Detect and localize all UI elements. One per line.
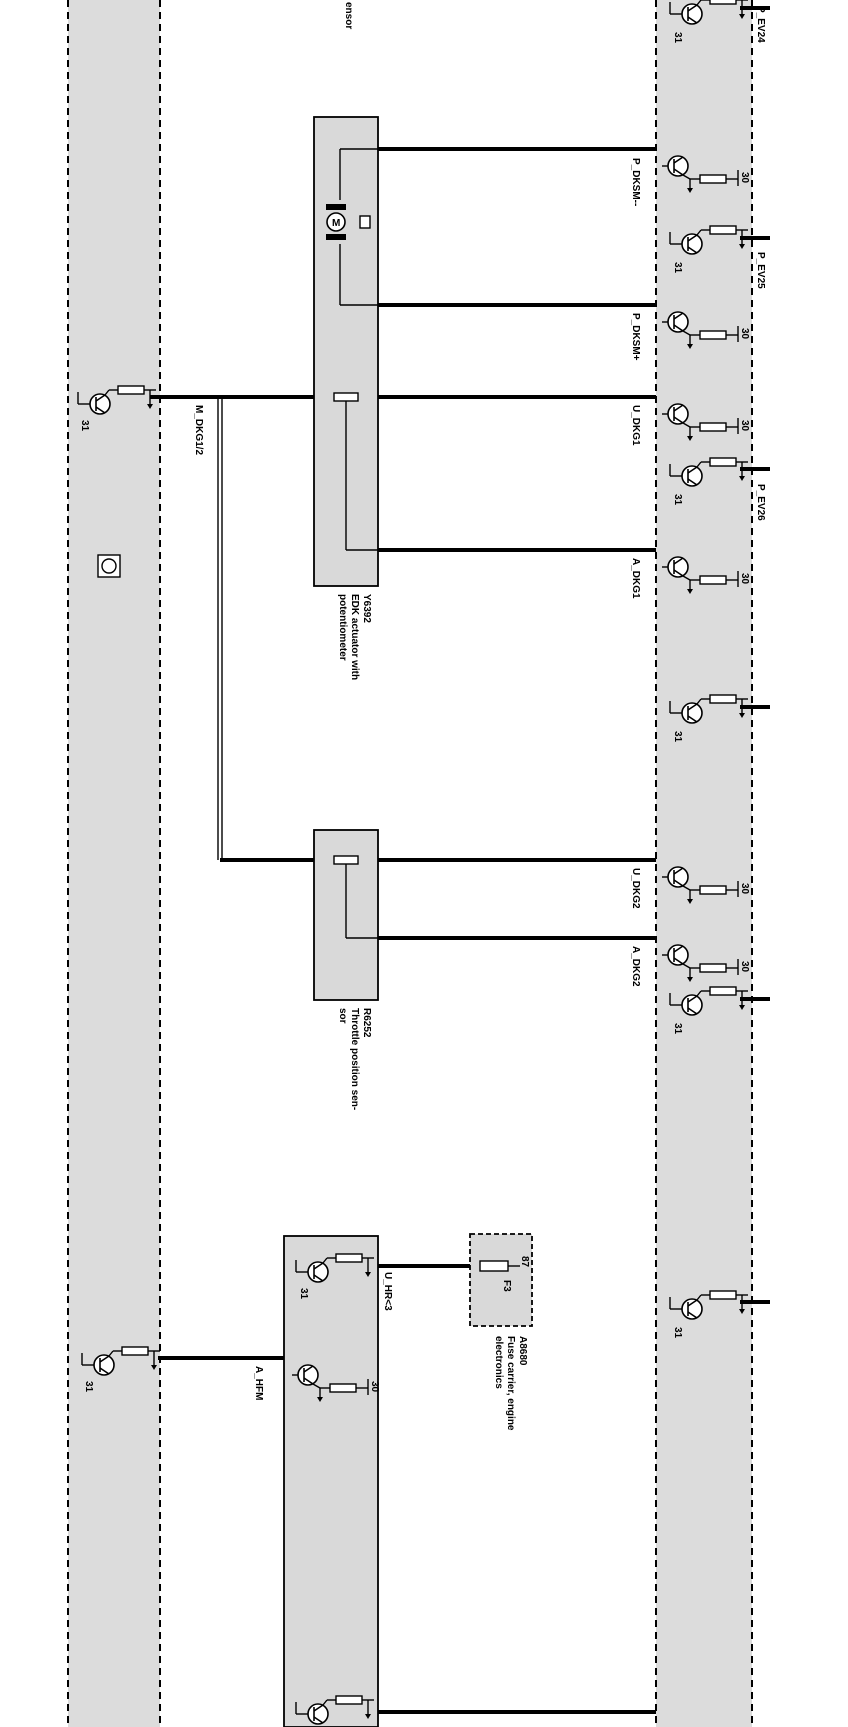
svg-text:31: 31 bbox=[298, 1288, 309, 1300]
svg-text:30: 30 bbox=[739, 172, 750, 184]
left-module-band bbox=[68, 0, 160, 1727]
fuse-f3-label: F3 bbox=[501, 1280, 512, 1292]
hfm-module-box bbox=[283, 1235, 379, 1727]
edk-potentiometer-icon bbox=[333, 392, 378, 551]
svg-text:potentiometer: potentiometer bbox=[337, 594, 348, 661]
svg-text:31: 31 bbox=[672, 731, 683, 743]
label-p-ev26: P_EV26 bbox=[755, 484, 766, 521]
svg-text:31: 31 bbox=[79, 420, 90, 432]
svg-text:30: 30 bbox=[739, 573, 750, 585]
svg-text:31: 31 bbox=[672, 1327, 683, 1339]
throttle-potentiometer-icon bbox=[333, 855, 378, 939]
label-u-dkg1: U_DKG1 bbox=[630, 405, 641, 446]
svg-text:30: 30 bbox=[739, 961, 750, 973]
label-u-hr3: U_HR<3 bbox=[382, 1272, 393, 1311]
motor-icon: M bbox=[326, 148, 378, 306]
label-m-dkg1-2: M_DKG1/2 bbox=[193, 405, 204, 455]
svg-text:M: M bbox=[332, 218, 340, 229]
pin-labels: 30 30 30 30 30 30 30 31 31 31 31 31 31 3… bbox=[79, 32, 750, 1393]
svg-text:electronics: electronics bbox=[493, 1336, 504, 1389]
label-a-hfm: A_HFM bbox=[253, 1366, 264, 1400]
svg-text:30: 30 bbox=[369, 1381, 380, 1393]
fuse-f3-icon bbox=[479, 1260, 520, 1272]
ground-symbol-icon bbox=[97, 554, 121, 578]
caption-a8680: A8680 Fuse carrier, engine electronics bbox=[493, 1336, 528, 1431]
svg-text:30: 30 bbox=[739, 328, 750, 340]
svg-text:Throttle position sen-: Throttle position sen- bbox=[349, 1008, 360, 1110]
right-module-band bbox=[656, 0, 752, 1727]
fuse-carrier-box bbox=[469, 1233, 533, 1327]
svg-text:30: 30 bbox=[739, 420, 750, 432]
svg-text:87: 87 bbox=[519, 1256, 530, 1268]
label-p-ev25: P_EV25 bbox=[755, 252, 766, 289]
svg-text:31: 31 bbox=[672, 32, 683, 44]
svg-text:R6252: R6252 bbox=[361, 1008, 372, 1038]
svg-text:Fuse carrier, engine: Fuse carrier, engine bbox=[505, 1336, 516, 1431]
svg-text:A8680: A8680 bbox=[517, 1336, 528, 1366]
label-p-dksm-minus: P_DKSM-- bbox=[630, 158, 641, 206]
svg-text:31: 31 bbox=[672, 262, 683, 274]
caption-y6392: Y6392 EDK actuator with potentiometer bbox=[337, 594, 372, 680]
svg-text:31: 31 bbox=[672, 494, 683, 506]
partial-sensor-text: ensor bbox=[343, 2, 354, 29]
svg-text:31: 31 bbox=[672, 1023, 683, 1035]
svg-text:Y6392: Y6392 bbox=[361, 594, 372, 623]
svg-text:30: 30 bbox=[739, 883, 750, 895]
label-a-dkg2: A_DKG2 bbox=[630, 946, 641, 987]
label-p-ev24: P_EV24 bbox=[755, 6, 766, 43]
label-u-dkg2: U_DKG2 bbox=[630, 868, 641, 909]
caption-r6252: R6252 Throttle position sen- sor bbox=[337, 1008, 372, 1110]
label-a-dkg1: A_DKG1 bbox=[630, 558, 641, 599]
label-p-dksm-plus: P_DKSM+ bbox=[630, 313, 641, 361]
svg-text:EDK actuator with: EDK actuator with bbox=[349, 594, 360, 680]
svg-text:sor: sor bbox=[337, 1008, 348, 1024]
svg-text:31: 31 bbox=[83, 1381, 94, 1393]
